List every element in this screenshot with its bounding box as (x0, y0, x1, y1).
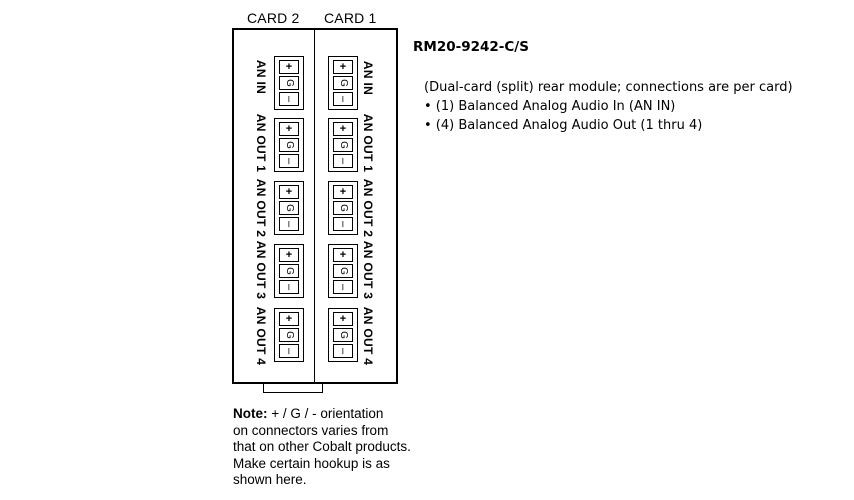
card1-header: CARD 1 (324, 10, 377, 26)
card2-connector-an-out-1: + G – (274, 118, 304, 172)
card1-label-an-out-2: AN OUT 2 (361, 178, 375, 238)
note-line: + / G / - orientation (267, 406, 384, 421)
pin-minus: – (333, 92, 353, 106)
note-line: Make certain hookup is as (233, 455, 390, 471)
pin-minus: – (279, 280, 299, 294)
note-line: on connectors varies from (233, 422, 389, 438)
card1-label-an-out-3: AN OUT 3 (361, 240, 375, 300)
pin-plus: + (279, 60, 299, 74)
pin-plus: + (333, 122, 353, 136)
pin-plus: + (279, 122, 299, 136)
card1-label-an-out-1: AN OUT 1 (361, 113, 375, 173)
pin-minus: – (279, 344, 299, 358)
card2-connector-an-in: + G – (274, 56, 304, 110)
pin-plus: + (279, 185, 299, 199)
card1-label-an-out-4: AN OUT 4 (361, 306, 375, 366)
pin-minus: – (333, 280, 353, 294)
pin-ground: G (333, 201, 353, 215)
module-bottom-tab (263, 384, 323, 393)
note-prefix: Note: (233, 406, 268, 421)
card2-label-an-out-3: AN OUT 3 (254, 240, 268, 300)
pin-ground: G (333, 76, 353, 90)
card1-connector-an-out-3: + G – (328, 244, 358, 298)
pin-minus: – (333, 217, 353, 231)
pin-ground: G (333, 264, 353, 278)
pin-plus: + (333, 248, 353, 262)
pin-ground: G (279, 328, 299, 342)
model-number: RM20-9242-C/S (413, 39, 529, 55)
orientation-note: Note: + / G / - orientation on connector… (233, 406, 411, 489)
pin-plus: + (333, 312, 353, 326)
pin-ground: G (279, 138, 299, 152)
pin-minus: – (279, 154, 299, 168)
description-bullet-outputs: • (4) Balanced Analog Audio Out (1 thru … (424, 118, 703, 133)
card2-label-an-in: AN IN (254, 59, 268, 95)
card2-connector-an-out-4: + G – (274, 308, 304, 362)
card1-connector-an-out-4: + G – (328, 308, 358, 362)
pin-ground: G (333, 328, 353, 342)
pin-ground: G (279, 76, 299, 90)
card1-connector-an-out-2: + G – (328, 181, 358, 235)
note-line: that on other Cobalt products. (233, 439, 411, 454)
pin-minus: – (279, 217, 299, 231)
card1-connector-an-in: + G – (328, 56, 358, 110)
pin-plus: + (279, 248, 299, 262)
pin-minus: – (279, 92, 299, 106)
card2-header: CARD 2 (247, 10, 300, 26)
pin-plus: + (279, 312, 299, 326)
card2-label-an-out-1: AN OUT 1 (254, 113, 268, 173)
pin-ground: G (333, 138, 353, 152)
card2-connector-an-out-3: + G – (274, 244, 304, 298)
card2-label-an-out-4: AN OUT 4 (254, 306, 268, 366)
description-line: (Dual-card (split) rear module; connecti… (424, 80, 793, 95)
card-divider (314, 28, 315, 384)
module-description: (Dual-card (split) rear module; connecti… (424, 78, 793, 135)
note-line: shown here. (233, 472, 307, 487)
pin-plus: + (333, 60, 353, 74)
pin-minus: – (333, 154, 353, 168)
pin-plus: + (333, 185, 353, 199)
pin-ground: G (279, 264, 299, 278)
card1-label-an-in: AN IN (361, 60, 375, 96)
pin-minus: – (333, 344, 353, 358)
card2-label-an-out-2: AN OUT 2 (254, 178, 268, 238)
rear-module-panel (232, 28, 398, 384)
description-bullet-input: • (1) Balanced Analog Audio In (AN IN) (424, 99, 676, 114)
card2-connector-an-out-2: + G – (274, 181, 304, 235)
card1-connector-an-out-1: + G – (328, 118, 358, 172)
pin-ground: G (279, 201, 299, 215)
